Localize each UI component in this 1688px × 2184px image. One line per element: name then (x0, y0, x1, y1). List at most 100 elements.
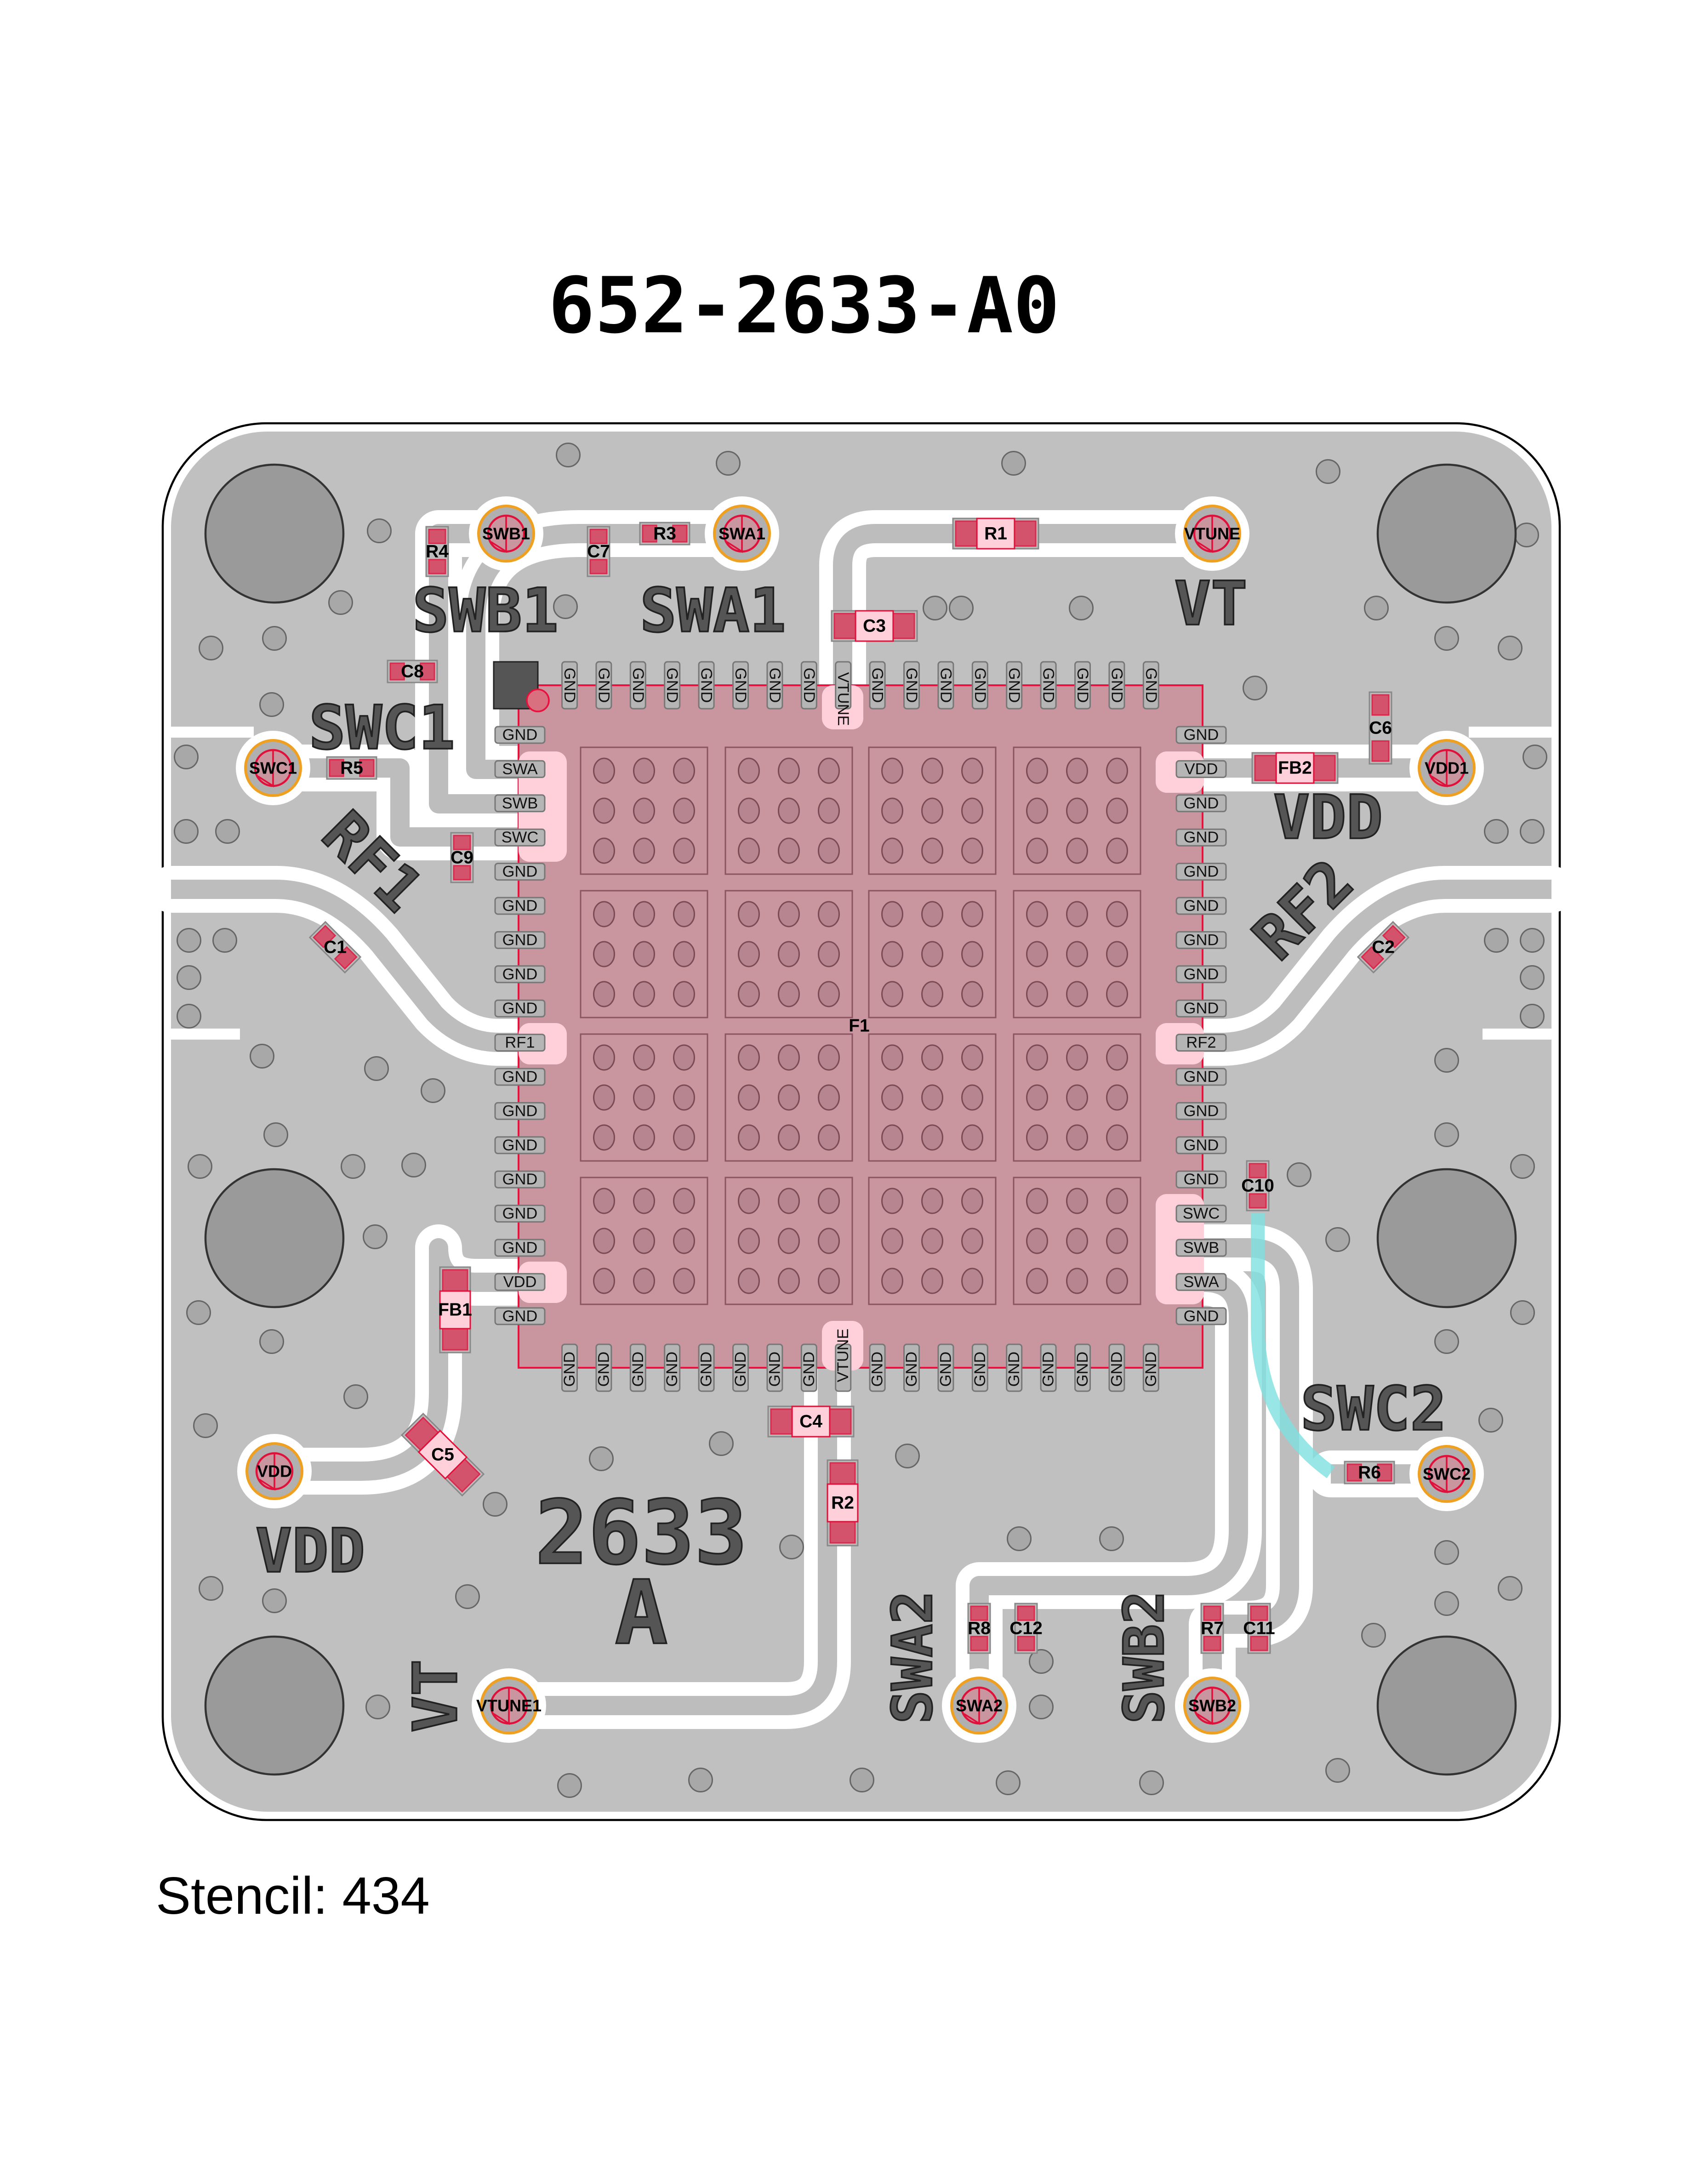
component-r4[interactable] (425, 526, 449, 577)
pin-left[interactable] (494, 1136, 546, 1155)
pin-bottom[interactable] (800, 1343, 817, 1392)
pin-bottom[interactable] (1006, 1343, 1023, 1392)
pin-right[interactable] (1175, 1170, 1227, 1189)
pin-left[interactable] (494, 931, 546, 949)
pin-bottom[interactable] (1142, 1343, 1159, 1392)
pin-bottom[interactable] (903, 1343, 920, 1392)
pin-top[interactable] (732, 661, 749, 710)
component-c4[interactable] (767, 1405, 855, 1438)
pin-right[interactable] (1175, 931, 1227, 949)
pin-bottom[interactable] (664, 1343, 681, 1392)
pin-right[interactable] (1175, 1102, 1227, 1120)
pin-right[interactable] (1175, 965, 1227, 984)
pin-left[interactable] (494, 863, 546, 881)
pin-top[interactable] (1040, 661, 1057, 710)
component-c1[interactable] (308, 921, 362, 974)
pin-top[interactable] (937, 661, 954, 710)
component-r2[interactable] (827, 1459, 859, 1547)
test-point-swb1[interactable] (469, 496, 543, 571)
pin-bottom[interactable] (698, 1343, 715, 1392)
pin-right[interactable] (1175, 726, 1227, 744)
component-c8[interactable] (387, 660, 438, 683)
pin-left[interactable] (494, 1034, 546, 1052)
pin-bottom[interactable] (869, 1343, 886, 1392)
pin-left[interactable] (494, 1102, 546, 1120)
pin-right[interactable] (1175, 1273, 1227, 1291)
pin-left[interactable] (494, 794, 546, 813)
pin-right[interactable] (1175, 760, 1227, 778)
pin-bottom[interactable] (971, 1343, 988, 1392)
pin-right[interactable] (1175, 1068, 1227, 1086)
pin-top[interactable] (869, 661, 886, 710)
component-c10[interactable] (1246, 1160, 1270, 1211)
pin-left[interactable] (494, 726, 546, 744)
component-c12[interactable] (1014, 1603, 1038, 1654)
pin-top[interactable] (1142, 661, 1159, 710)
pin-left[interactable] (494, 760, 546, 778)
test-point-vtune1[interactable] (472, 1668, 546, 1743)
pin-left[interactable] (494, 1239, 546, 1257)
pin-top[interactable] (971, 661, 988, 710)
pin-bottom[interactable] (1040, 1343, 1057, 1392)
pin-right[interactable] (1175, 897, 1227, 915)
test-point-vdd1[interactable] (1409, 731, 1484, 805)
component-r6[interactable] (1344, 1461, 1395, 1484)
pin-top[interactable] (1074, 661, 1091, 710)
pin-left[interactable] (494, 1205, 546, 1223)
pin-left[interactable] (494, 897, 546, 915)
pin-bottom[interactable] (835, 1343, 852, 1392)
pin-right[interactable] (1175, 1307, 1227, 1325)
pin-top[interactable] (1108, 661, 1125, 710)
component-r1[interactable] (952, 518, 1039, 550)
chip-body[interactable] (518, 684, 1203, 1369)
test-point-swa2[interactable] (942, 1668, 1016, 1743)
component-r8[interactable] (967, 1603, 991, 1654)
component-fb1[interactable] (439, 1266, 471, 1354)
pin-left[interactable] (494, 1307, 546, 1325)
pin-right[interactable] (1175, 863, 1227, 881)
test-point-swa1[interactable] (705, 496, 779, 571)
component-c2[interactable] (1357, 921, 1410, 974)
component-c11[interactable] (1247, 1603, 1271, 1654)
pin-top[interactable] (835, 661, 852, 710)
component-r7[interactable] (1200, 1603, 1224, 1654)
pin-right[interactable] (1175, 1239, 1227, 1257)
pin-top[interactable] (629, 661, 646, 710)
pin-left[interactable] (494, 1068, 546, 1086)
pin-bottom[interactable] (1074, 1343, 1091, 1392)
pin-bottom[interactable] (629, 1343, 646, 1392)
pin-bottom[interactable] (766, 1343, 783, 1392)
component-c9[interactable] (450, 832, 474, 883)
test-point-vdd[interactable] (237, 1434, 312, 1508)
pin-top[interactable] (561, 661, 578, 710)
pin-bottom[interactable] (561, 1343, 578, 1392)
pin-top[interactable] (766, 661, 783, 710)
pin-top[interactable] (698, 661, 715, 710)
pin-bottom[interactable] (595, 1343, 612, 1392)
pin-right[interactable] (1175, 999, 1227, 1018)
component-r5[interactable] (326, 756, 377, 780)
pin-right[interactable] (1175, 828, 1227, 847)
pin-left[interactable] (494, 1273, 546, 1291)
component-fb2[interactable] (1251, 752, 1339, 784)
component-c6[interactable] (1369, 691, 1392, 765)
pin-right[interactable] (1175, 1205, 1227, 1223)
pin-bottom[interactable] (732, 1343, 749, 1392)
pin-top[interactable] (1006, 661, 1023, 710)
test-point-swb2[interactable] (1175, 1668, 1249, 1743)
pin-top[interactable] (664, 661, 681, 710)
component-r3[interactable] (639, 522, 690, 546)
pin-right[interactable] (1175, 1034, 1227, 1052)
pin-right[interactable] (1175, 1136, 1227, 1155)
pin-left[interactable] (494, 828, 546, 847)
component-c7[interactable] (587, 526, 610, 577)
component-c5[interactable] (400, 1412, 485, 1497)
pin-left[interactable] (494, 965, 546, 984)
pin-left[interactable] (494, 1170, 546, 1189)
component-c3[interactable] (831, 610, 918, 642)
pin-bottom[interactable] (937, 1343, 954, 1392)
test-point-swc1[interactable] (236, 731, 310, 805)
test-point-vtune[interactable] (1175, 496, 1249, 571)
pin-top[interactable] (595, 661, 612, 710)
pin-top[interactable] (800, 661, 817, 710)
